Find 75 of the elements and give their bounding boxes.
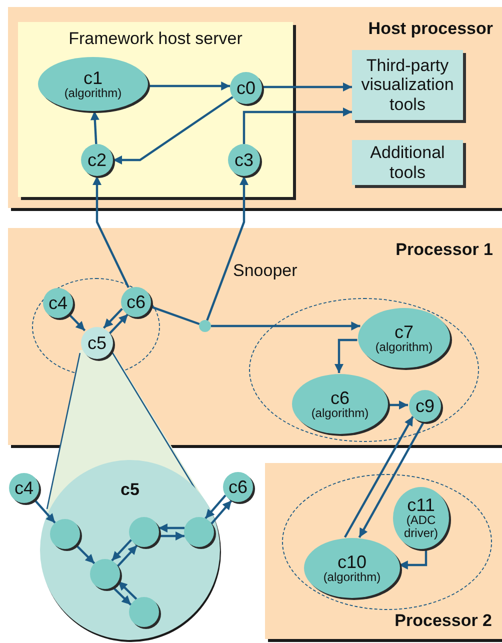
- arrow: [204, 494, 226, 520]
- component-label: c9: [415, 397, 434, 415]
- component-description: (algorithm): [311, 406, 369, 420]
- arrow: [242, 108, 352, 144]
- tool-box: [352, 50, 463, 120]
- panel-heading: Framework host server: [68, 29, 244, 49]
- panel-heading: Processor 1: [394, 240, 493, 260]
- tool-label: Third-party visualization tools: [360, 56, 455, 114]
- component-circle: [230, 72, 262, 104]
- component-label: c5: [87, 334, 106, 352]
- component-circle: [43, 288, 73, 318]
- arrow: [262, 82, 352, 92]
- arrow: [211, 322, 360, 330]
- arrow: [210, 500, 232, 524]
- tool-label: Additional tools: [369, 142, 446, 182]
- group-outline: [249, 298, 479, 442]
- arrow: [92, 176, 130, 288]
- component-ellipse: [393, 487, 449, 549]
- component-label: c6: [228, 478, 248, 496]
- tool-box: [352, 140, 463, 185]
- component-label: c10: [337, 552, 367, 571]
- component-circle: [121, 287, 151, 317]
- arrow: [74, 544, 96, 564]
- arrow: [206, 176, 248, 321]
- component-description: (algorithm): [375, 340, 433, 354]
- processor-panel: [8, 7, 502, 208]
- component-label: c6: [126, 293, 146, 311]
- processor-panel: [8, 228, 502, 445]
- component-description: (algorithm): [64, 86, 122, 100]
- panel-heading: Processor 2: [394, 611, 492, 631]
- component-label: c4: [14, 479, 34, 497]
- group-outline: [282, 474, 492, 610]
- component-circle: [81, 327, 113, 359]
- component-description: (algorithm): [323, 570, 381, 584]
- component-label: c11: [407, 496, 435, 514]
- component-circle: [81, 144, 113, 176]
- node-caption: Snooper: [233, 261, 298, 281]
- zoom-title: c5: [120, 480, 140, 500]
- component-circle: [409, 390, 441, 422]
- component-label: c7: [394, 322, 414, 341]
- server-panel: [18, 22, 293, 197]
- component-ellipse: [358, 308, 450, 368]
- component-circle: [129, 597, 159, 627]
- arrow: [158, 524, 185, 532]
- arrow: [148, 82, 230, 90]
- component-label: c3: [234, 151, 254, 169]
- arrow: [108, 313, 129, 334]
- arrow: [33, 498, 56, 524]
- arrow: [116, 544, 138, 567]
- arrow: [344, 416, 414, 538]
- component-circle: [90, 559, 120, 589]
- component-label: c0: [236, 79, 256, 97]
- component-label: c4: [48, 294, 68, 312]
- component-label: c2: [87, 151, 106, 169]
- arrow: [158, 532, 185, 540]
- component-label: c6: [330, 388, 350, 407]
- panel-heading: Host processor: [367, 19, 493, 39]
- arrow: [112, 586, 132, 606]
- arrow: [111, 539, 132, 562]
- component-circle: [184, 517, 214, 547]
- component-ellipse: [304, 538, 400, 598]
- arrow: [117, 580, 138, 600]
- arrow: [102, 308, 123, 329]
- arrow: [113, 96, 234, 164]
- component-circle: [129, 517, 159, 547]
- component-circle: [223, 472, 253, 502]
- processor-panel: [265, 463, 502, 639]
- component-label: c1: [83, 68, 102, 87]
- component-circle: [50, 519, 80, 549]
- component-circle: [228, 144, 260, 176]
- component-description: (ADC driver): [402, 514, 439, 540]
- component-circle: [9, 473, 39, 503]
- arrow: [90, 110, 100, 144]
- junction-dot: [199, 320, 211, 332]
- arrow: [334, 338, 358, 373]
